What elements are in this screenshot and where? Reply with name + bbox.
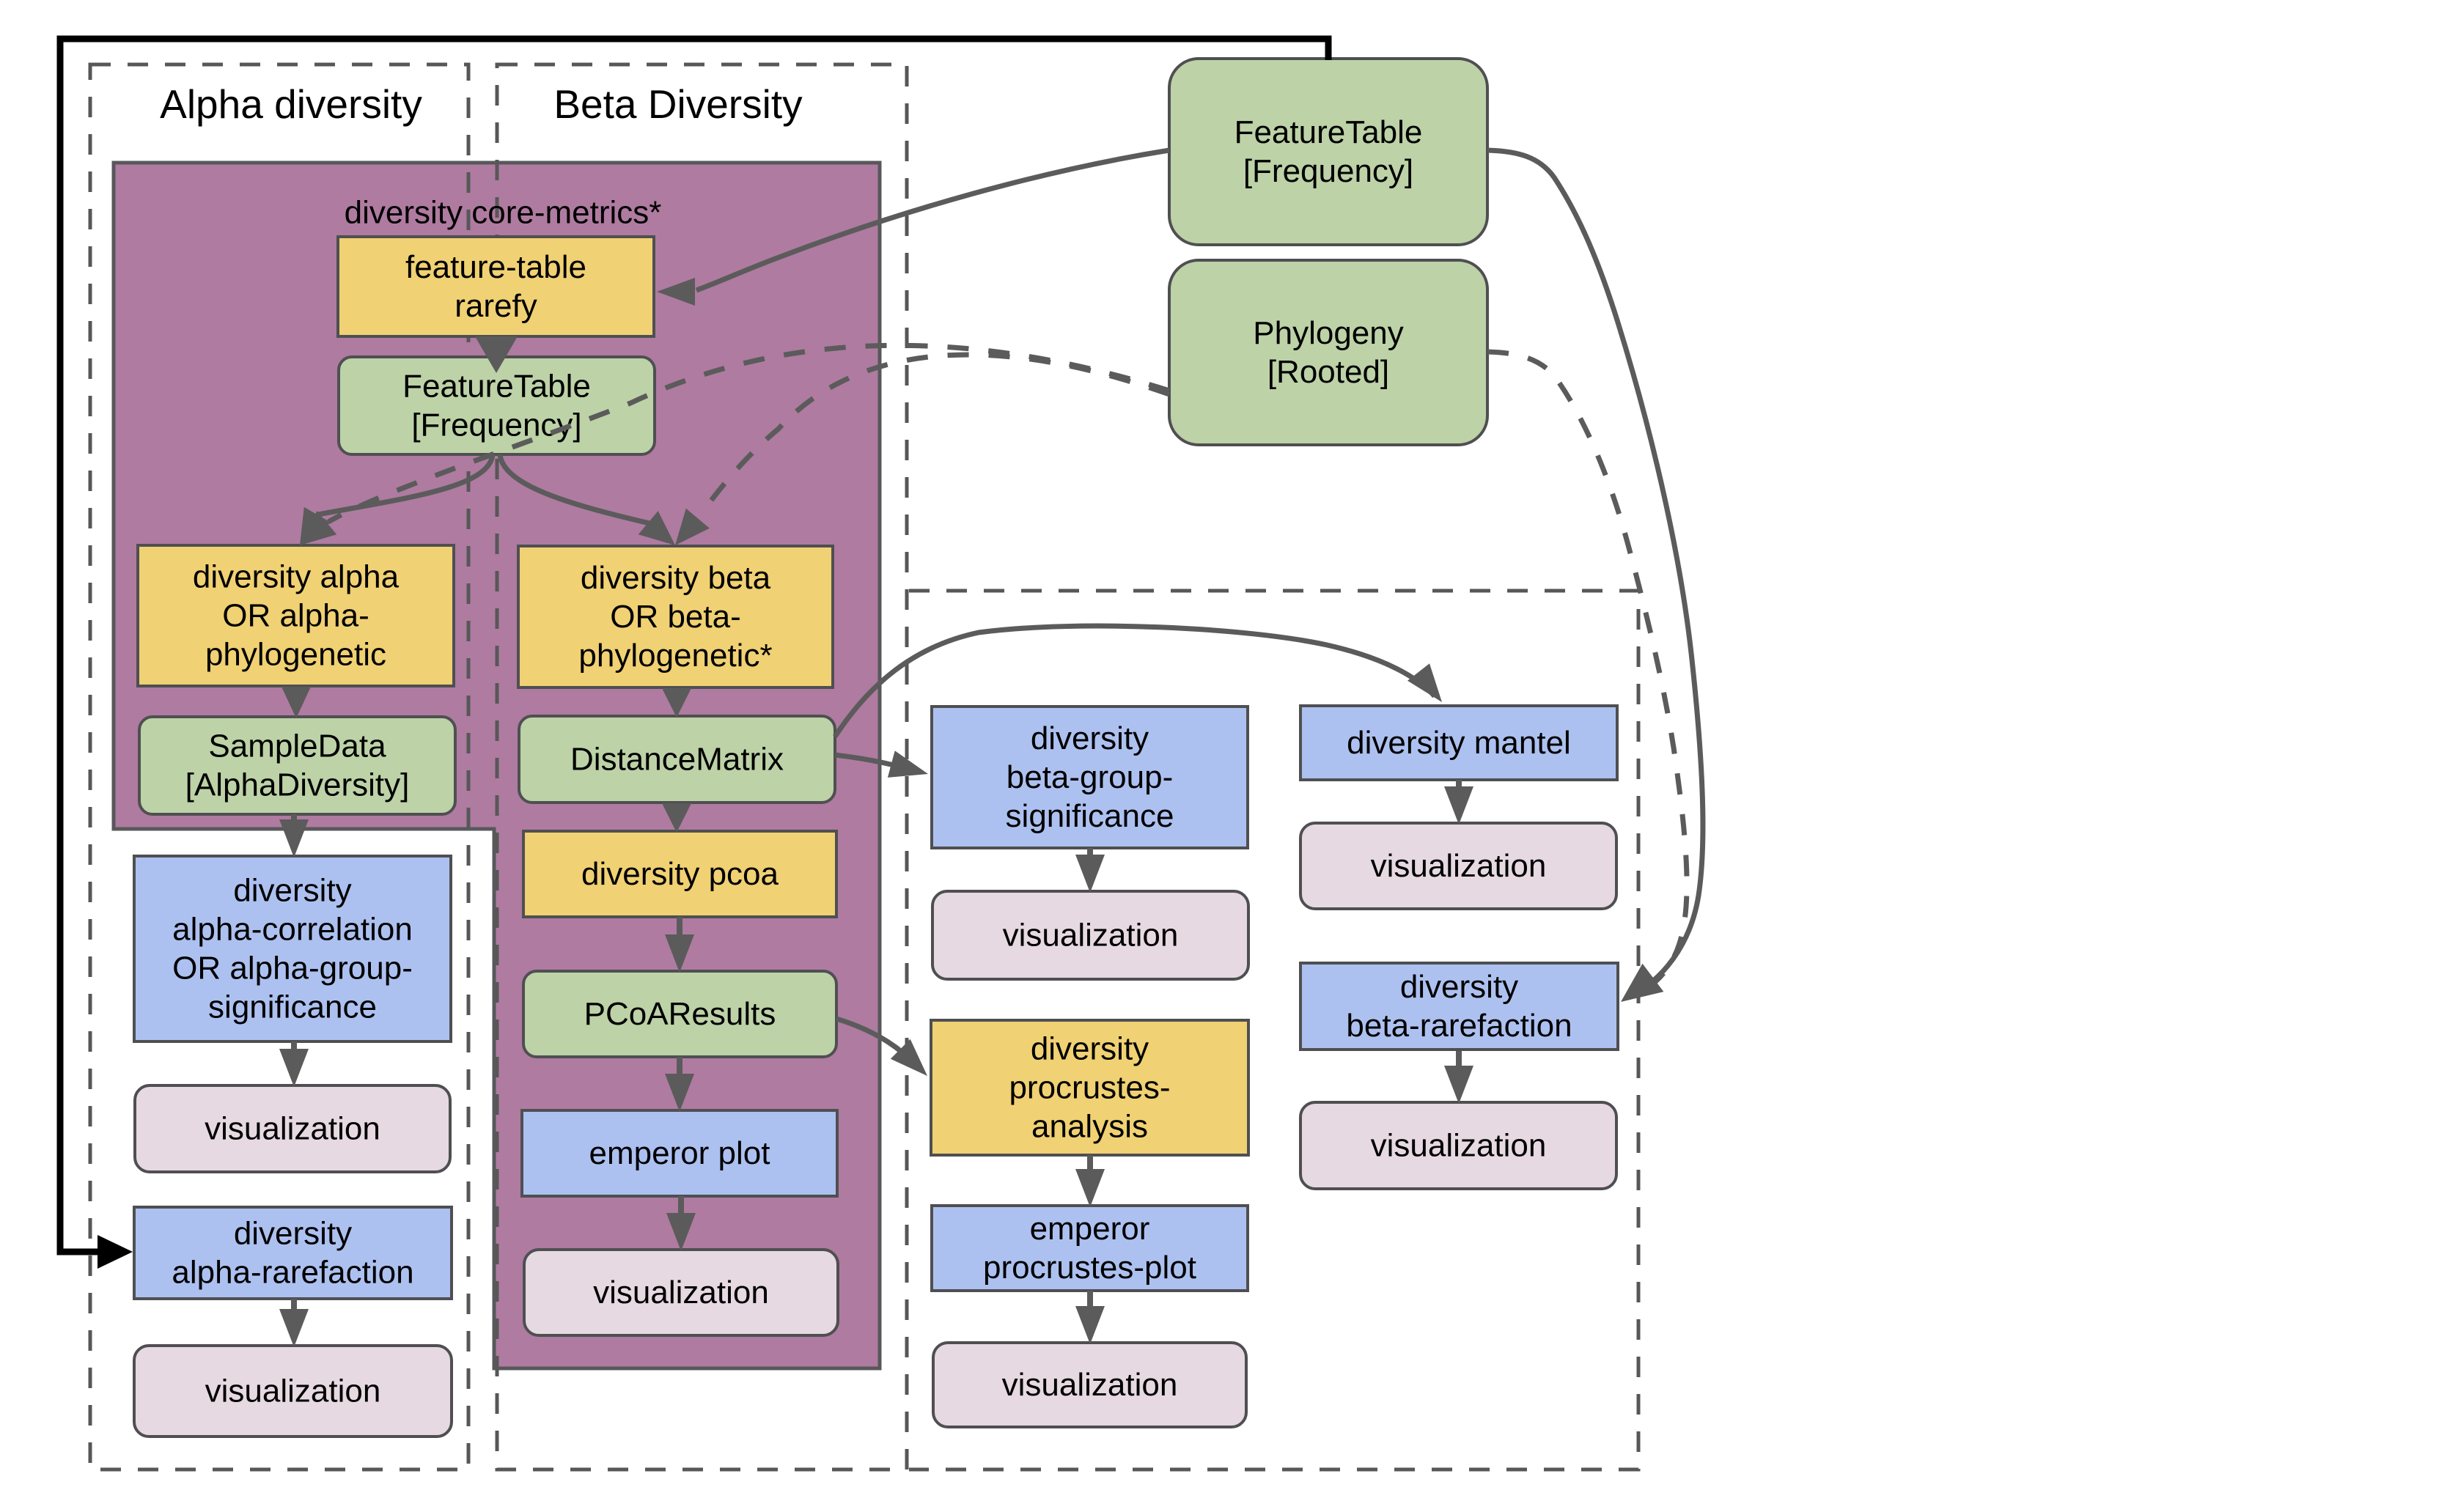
svg-text:diversity: diversity — [233, 873, 351, 909]
svg-text:emperor: emperor — [1030, 1211, 1150, 1247]
svg-text:Alpha diversity: Alpha diversity — [160, 81, 422, 127]
svg-text:diversity beta: diversity beta — [581, 560, 771, 596]
svg-text:diversity alpha: diversity alpha — [193, 559, 400, 595]
svg-text:diversity core-metrics*: diversity core-metrics* — [345, 195, 662, 231]
svg-text:analysis: analysis — [1031, 1109, 1148, 1145]
svg-text:FeatureTable: FeatureTable — [1234, 114, 1423, 150]
svg-text:procrustes-plot: procrustes-plot — [983, 1250, 1196, 1286]
svg-text:OR alpha-group-: OR alpha-group- — [172, 951, 413, 987]
svg-text:visualization: visualization — [1371, 848, 1547, 884]
svg-text:OR beta-: OR beta- — [610, 599, 741, 635]
svg-text:diversity pcoa: diversity pcoa — [581, 856, 779, 892]
svg-text:PCoAResults: PCoAResults — [584, 996, 776, 1032]
svg-text:alpha-rarefaction: alpha-rarefaction — [172, 1255, 413, 1291]
svg-text:FeatureTable: FeatureTable — [402, 369, 591, 405]
svg-text:Phylogeny: Phylogeny — [1253, 315, 1403, 351]
svg-text:visualization: visualization — [1371, 1128, 1547, 1164]
svg-text:diversity: diversity — [1031, 1031, 1149, 1067]
svg-text:emperor plot: emperor plot — [589, 1135, 770, 1171]
svg-text:visualization: visualization — [1002, 1367, 1178, 1403]
svg-text:[Rooted]: [Rooted] — [1267, 354, 1389, 390]
svg-text:DistanceMatrix: DistanceMatrix — [570, 742, 784, 778]
svg-text:SampleData: SampleData — [208, 729, 386, 764]
svg-text:phylogenetic: phylogenetic — [205, 637, 386, 673]
svg-text:[Frequency]: [Frequency] — [1243, 153, 1413, 189]
svg-text:visualization: visualization — [205, 1111, 380, 1147]
svg-text:procrustes-: procrustes- — [1009, 1070, 1170, 1106]
svg-text:beta-rarefaction: beta-rarefaction — [1346, 1008, 1572, 1044]
svg-text:OR alpha-: OR alpha- — [222, 598, 369, 634]
svg-text:feature-table: feature-table — [405, 249, 586, 285]
svg-text:diversity: diversity — [1031, 720, 1149, 756]
svg-text:beta-group-: beta-group- — [1007, 759, 1173, 795]
svg-text:significance: significance — [1006, 798, 1174, 834]
svg-text:visualization: visualization — [205, 1373, 381, 1409]
svg-text:alpha-correlation: alpha-correlation — [172, 912, 413, 948]
svg-text:rarefy: rarefy — [455, 288, 537, 324]
svg-text:diversity mantel: diversity mantel — [1347, 725, 1571, 761]
svg-text:diversity: diversity — [1400, 969, 1518, 1005]
svg-text:visualization: visualization — [1003, 918, 1179, 954]
svg-text:[Frequency]: [Frequency] — [411, 407, 581, 443]
svg-text:Beta Diversity: Beta Diversity — [553, 81, 803, 127]
svg-text:visualization: visualization — [593, 1275, 769, 1310]
svg-text:phylogenetic*: phylogenetic* — [578, 638, 772, 674]
svg-text:[AlphaDiversity]: [AlphaDiversity] — [185, 767, 410, 803]
svg-text:diversity: diversity — [234, 1216, 352, 1252]
svg-text:significance: significance — [208, 989, 377, 1025]
